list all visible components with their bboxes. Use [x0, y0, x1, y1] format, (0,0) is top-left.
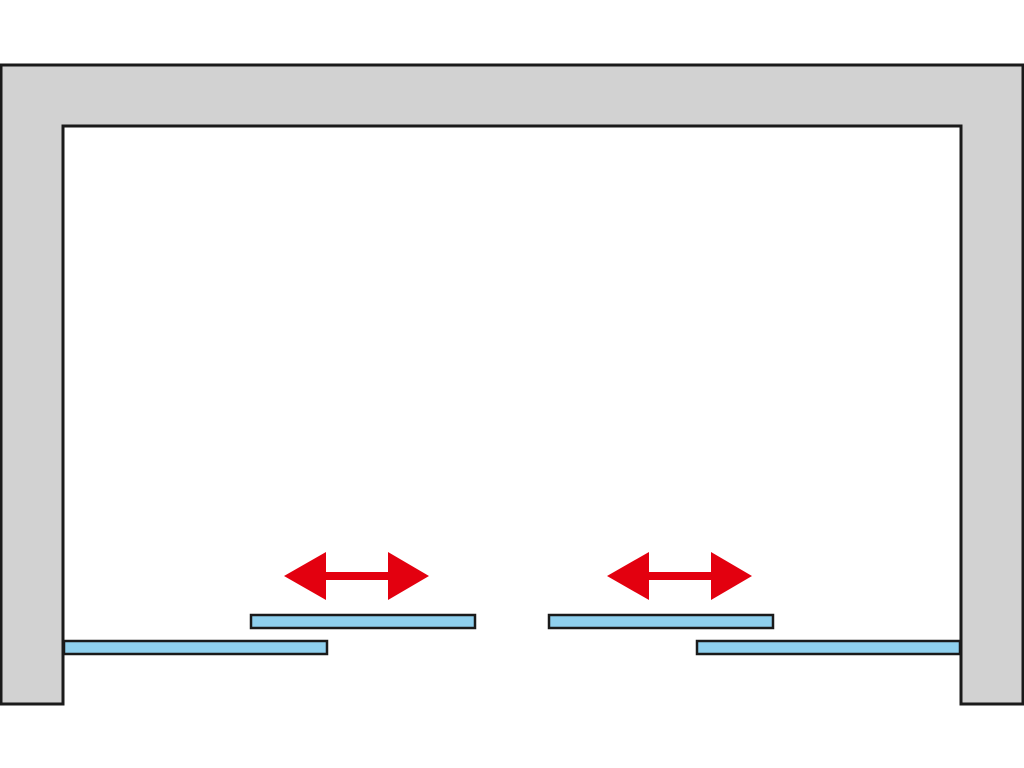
sliding-panel-right — [547, 613, 775, 630]
slide-arrow-left — [284, 552, 429, 600]
sliding-panel-left — [249, 613, 477, 630]
u-shaped-wall — [0, 63, 1024, 706]
fixed-panel-left — [62, 639, 329, 656]
fixed-panel-right — [695, 639, 962, 656]
slide-arrow-right — [607, 552, 752, 600]
